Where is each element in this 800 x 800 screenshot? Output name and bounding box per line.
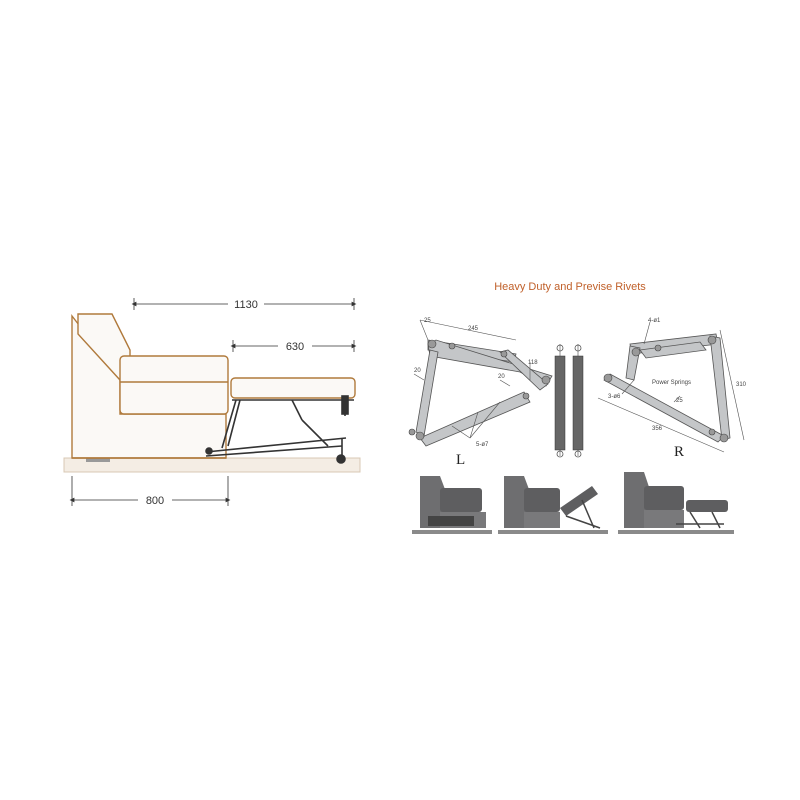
right-hinge-label: R — [674, 444, 684, 460]
power-springs-label: Power Springs — [652, 380, 691, 386]
left-dim-25: 25 — [424, 318, 431, 324]
spring-2 — [572, 344, 584, 458]
left-dim-20a: 20 — [414, 368, 421, 374]
dimension-1130: 1130 — [131, 297, 357, 311]
dim-total-label: 1130 — [234, 299, 258, 311]
right-top-label: 4-ø1 — [648, 318, 661, 324]
spring-1 — [554, 344, 566, 458]
power-springs — [554, 344, 584, 458]
left-holes-label: 5-ø7 — [476, 442, 489, 448]
right-dim-356: 356 — [652, 426, 663, 432]
extension-mechanism — [205, 395, 354, 464]
left-dim-20b: 20 — [498, 374, 505, 380]
hinge-mechanism-diagram: Heavy Duty and Previse Rivets — [408, 281, 747, 534]
dimension-800: 800 — [69, 476, 231, 507]
left-dim-118: 118 — [528, 360, 538, 366]
right-dim-25: 25 — [676, 398, 683, 404]
dimension-630: 630 — [230, 339, 357, 353]
seat-cushion — [119, 355, 229, 415]
left-hinge: 25 245 118 20 20 5-ø7 L — [408, 318, 553, 468]
left-hinge-label: L — [456, 452, 465, 468]
sofa-body — [71, 313, 229, 459]
sofa-side-elevation: 1130 630 800 — [63, 297, 361, 507]
dim-extension-label: 630 — [286, 341, 304, 353]
sofa-thumbnail-closed — [412, 476, 492, 534]
extension-pad — [230, 377, 356, 399]
right-dim-310: 310 — [736, 382, 747, 388]
sofa-thumbnail-opening — [498, 476, 608, 534]
diagram-title: Heavy Duty and Previse Rivets — [494, 281, 646, 293]
left-dim-245: 245 — [468, 326, 479, 332]
dim-base-label: 800 — [146, 495, 164, 507]
sofa-thumbnail-extended — [618, 472, 734, 534]
right-hinge: 4-ø1 3-ø6 Power Springs 25 356 310 R — [597, 318, 747, 460]
right-holes-label: 3-ø6 — [608, 394, 621, 400]
sofa-foot — [86, 456, 110, 462]
